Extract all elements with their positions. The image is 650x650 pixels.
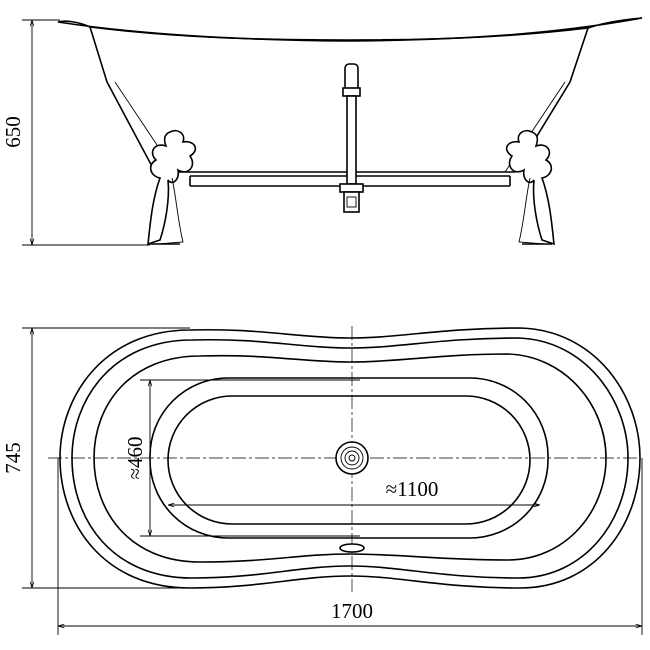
tub-outer-rim bbox=[59, 327, 641, 589]
inner-length-label: ≈1100 bbox=[386, 477, 439, 501]
height-label: 650 bbox=[1, 116, 25, 148]
top-view: ≈460 ≈1100 745 1700 bbox=[1, 326, 643, 635]
drain bbox=[335, 441, 369, 475]
height-dimension: 650 bbox=[1, 19, 150, 246]
side-view: 650 bbox=[1, 17, 643, 246]
inner-width-label: ≈460 bbox=[123, 436, 147, 479]
tub-rim-inner bbox=[71, 337, 629, 579]
right-claw-foot bbox=[505, 129, 555, 246]
width-label: 745 bbox=[1, 442, 25, 474]
overflow-outlet bbox=[339, 543, 365, 553]
length-label: 1700 bbox=[331, 599, 373, 623]
basin-inner bbox=[167, 395, 531, 525]
length-dimension: 1700 bbox=[57, 458, 643, 635]
inner-width-dimension: ≈460 bbox=[123, 379, 360, 537]
left-claw-foot bbox=[147, 129, 197, 246]
tub-inner-wall bbox=[93, 353, 607, 563]
tub-rim-line bbox=[89, 26, 589, 41]
waste-standpipe bbox=[339, 63, 364, 213]
width-dimension: 745 bbox=[1, 327, 190, 589]
inner-length-dimension: ≈1100 bbox=[168, 477, 540, 505]
